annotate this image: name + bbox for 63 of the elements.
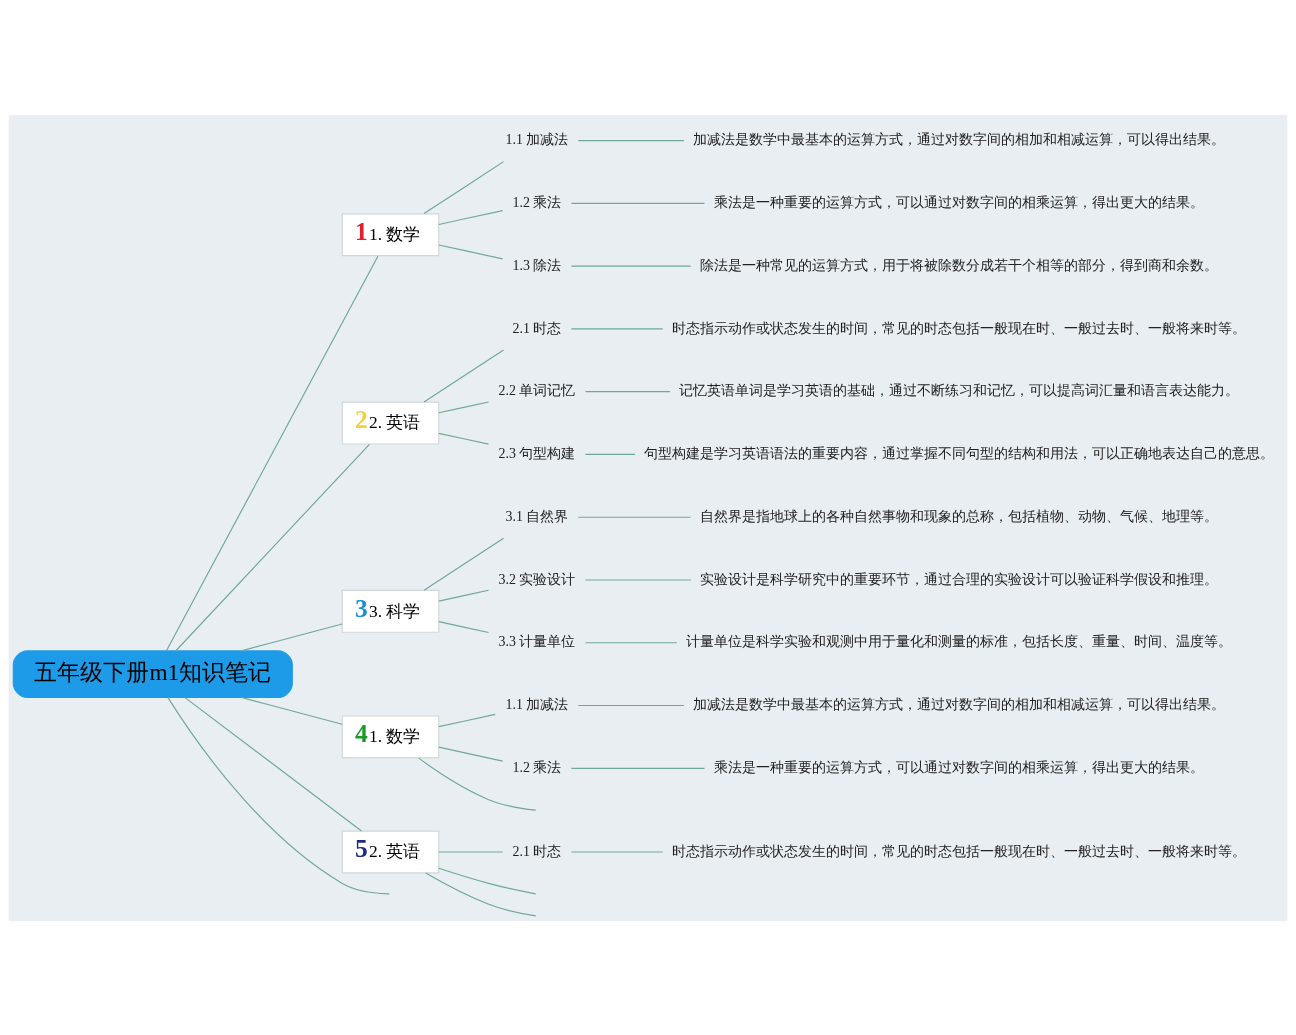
connector [577,516,692,518]
node-text: 句型构建是学习英语语法的重要内容，通过掌握不同句型的结构和用法，可以正确地表达自己的意思。 [643,445,1274,461]
node-box: 11. 数学 [341,212,440,256]
connector [438,713,496,727]
connector [425,872,537,916]
node-text: 加减法是数学中最基本的运算方式，通过对数字间的相加和相减运算，可以得出结果。 [692,696,1225,712]
connector [438,432,490,445]
connector [418,757,537,811]
node-text: 记忆英语单词是学习英语的基础，通过不断练习和记忆，可以提高词汇量和语言表达能力。 [678,382,1239,398]
node-text: 时态指示动作或状态发生的时间，常见的时态包括一般现在时、一般过去时、一般将来时等。 [671,843,1246,859]
connector [584,578,692,581]
node-text: 2.3 句型构建 [498,445,576,461]
node-text: 3.1 自然界 [505,508,569,524]
node-text: 加减法是数学中最基本的运算方式，通过对数字间的相加和相减运算，可以得出结果。 [692,131,1225,147]
connector [570,767,706,769]
node-text: 2.2 单词记忆 [498,382,576,398]
connector [423,537,505,591]
node-text: 实验设计是科学研究中的重要环节，通过合理的实验设计可以验证科学假设和推理。 [699,571,1218,587]
connector [584,641,678,643]
connector [438,243,504,259]
node-box: 22. 英语 [341,401,440,445]
connector [584,390,671,392]
connector [438,746,504,762]
node-text: 乘法是一种重要的运算方式，可以通过对数字间的相乘运算，得出更大的结果。 [713,759,1204,775]
connector [165,254,379,651]
node-text: 2.1 时态 [512,843,562,859]
node-text: 自然界是指地球上的各种自然事物和现象的总称，包括植物、动物、气候、地理等。 [699,508,1218,524]
node-text: 2.1 时态 [512,320,562,335]
node-text: 1.1 加减法 [505,131,569,147]
connector [570,850,664,853]
connector [423,348,505,402]
node-text: 3.2 实验设计 [498,571,576,587]
connector [438,867,537,894]
connector [175,443,371,651]
node-text: 1.2 乘法 [512,759,562,775]
node-text: 除法是一种常见的运算方式，用于将被除数分成若干个相等的部分，得到商和余数。 [699,257,1218,273]
node-text: 1.3 除法 [512,257,562,273]
connector [240,622,343,651]
connector [584,453,636,455]
connector [438,400,490,413]
connector [438,209,504,225]
connector [570,265,692,267]
connector [438,620,490,633]
connector [577,704,685,706]
node-box: 五年级下册m1知识笔记 [12,649,293,698]
node-text: 计量单位是科学实验和观测中用于量化和测量的标准，包括长度、重量、时间、温度等。 [685,633,1232,649]
node-box: 41. 数学 [341,714,440,758]
connector [423,160,505,214]
node-text: 1.2 乘法 [512,194,562,210]
node-text: 时态指示动作或状态发生的时间，常见的时态包括一般现在时、一般过去时、一般将来时等。 [671,320,1246,335]
node-box: 52. 英语 [341,830,440,873]
node-text: 1.1 加减法 [505,696,569,712]
connector [240,696,343,725]
connector [184,696,363,832]
connector [570,327,664,329]
connector [167,696,390,894]
node-text: 3.3 计量单位 [498,633,576,649]
connector [438,850,504,853]
node-text: 乘法是一种重要的运算方式，可以通过对数字间的相乘运算，得出更大的结果。 [713,194,1204,210]
connector [438,589,490,602]
connector [570,202,706,204]
node-box: 33. 科学 [341,589,440,633]
connector [577,139,685,141]
